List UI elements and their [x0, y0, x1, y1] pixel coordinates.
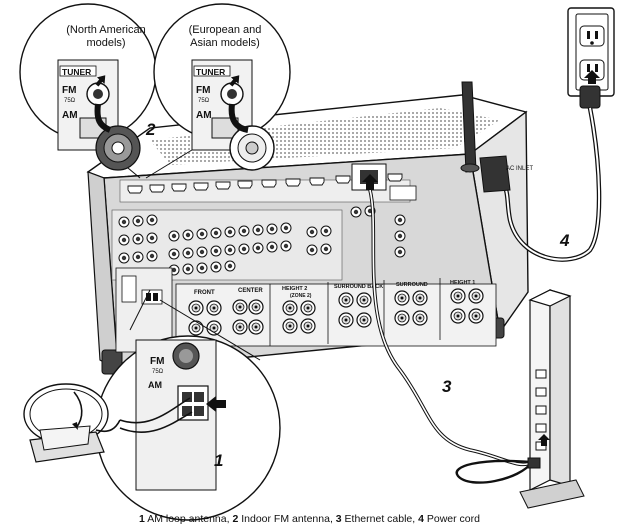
- rotate-arrow-icon: [72, 422, 78, 430]
- number-2: 2: [145, 120, 156, 139]
- caption-num-3: 3: [335, 513, 342, 525]
- label-surround: SURROUND: [396, 282, 428, 288]
- wireless-antenna: [460, 81, 480, 173]
- caption-text-3: Ethernet cable,: [344, 513, 419, 525]
- inset-north-american: TUNER FM 75Ω AM: [19, 3, 157, 171]
- label-ac-inlet: AC INLET: [506, 166, 533, 172]
- am-loop-antenna: [23, 383, 121, 463]
- speaker-terminals: FRONT CENTER HEIGHT 2 (ZONE 2) SURROUND …: [175, 278, 497, 347]
- inset-european-asian: TUNER FM 75Ω AM: [153, 3, 291, 171]
- label-am-na: AM: [62, 110, 78, 121]
- figure-caption: 1 AM loop antenna, 2 Indoor FM antenna, …: [0, 513, 619, 525]
- number-1: 1: [214, 451, 223, 470]
- label-height2: HEIGHT 2: [282, 286, 307, 292]
- callout-north-american: (North American models): [54, 24, 158, 50]
- caption-num-1: 1: [139, 513, 145, 525]
- ac-inlet-connector: AC INLET: [479, 155, 533, 193]
- label-ohm-na: 75Ω: [64, 98, 76, 104]
- label-height1: HEIGHT 1: [450, 280, 475, 286]
- number-3: 3: [442, 377, 452, 396]
- label-tuner-na: TUNER: [62, 67, 91, 77]
- plug-arrow-icon: [584, 70, 600, 84]
- power-plug: [579, 70, 601, 109]
- label-ohm-inset: 75Ω: [152, 369, 164, 375]
- label-ohm-eu: 75Ω: [198, 98, 210, 104]
- caption-num-2: 2: [232, 513, 239, 525]
- push-arrow-icon: [206, 396, 226, 412]
- label-am-inset: AM: [148, 380, 162, 390]
- label-front: FRONT: [194, 290, 215, 296]
- network-router: [519, 289, 585, 509]
- label-fm-eu: FM: [196, 85, 210, 96]
- wall-outlet: [567, 7, 615, 97]
- label-tuner-eu: TUNER: [196, 67, 225, 77]
- label-fm-na: FM: [62, 85, 76, 96]
- label-am-eu: AM: [196, 110, 212, 121]
- lan-arrow-icon: [362, 174, 378, 190]
- label-center: CENTER: [238, 288, 263, 294]
- lower-left-panel: [115, 267, 173, 353]
- caption-text-2: Indoor FM antenna,: [241, 513, 336, 525]
- callout-north-american-text: (North American models): [66, 24, 146, 49]
- label-fm-inset: FM: [150, 356, 164, 367]
- number-4: 4: [559, 231, 570, 250]
- caption-text-4: Power cord: [426, 513, 480, 525]
- callout-european-asian-text: (European and Asian models): [188, 24, 262, 49]
- caption-num-4: 4: [418, 513, 424, 525]
- label-zone2: (ZONE 2): [290, 293, 312, 299]
- caption-text-1: AM loop antenna,: [147, 513, 233, 525]
- callout-european-asian: (European and Asian models): [170, 24, 280, 50]
- inset-am-antenna-terminal: FM 75Ω AM: [95, 335, 281, 521]
- label-surround-back: SURROUND BACK: [334, 284, 383, 290]
